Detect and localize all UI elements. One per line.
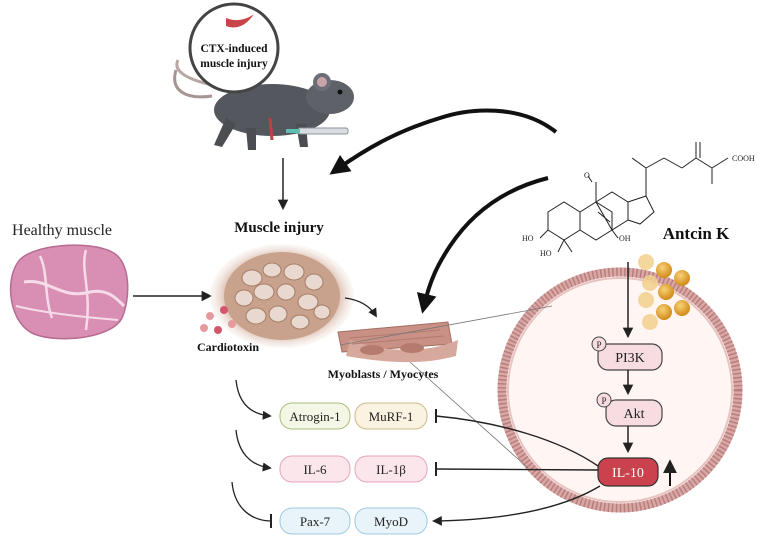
zoom-line-bottom [409, 361, 529, 469]
marker-myod: MyoD [354, 507, 428, 535]
il10-node: IL-10 [597, 457, 659, 487]
bubble-line-2: muscle injury [200, 58, 268, 70]
bubble-line-1: CTX-induced [200, 43, 268, 55]
zoom-line-top [339, 305, 553, 346]
arrow-injury-to-myoblasts [344, 297, 377, 318]
chem-oh: OH [619, 234, 631, 243]
label-healthy-muscle: Healthy muscle [12, 222, 112, 239]
callout-bubble: CTX-induced muscle injury [188, 2, 280, 94]
marker-il-1b: IL-1β [354, 455, 428, 483]
marker-il-1b-label: IL-1β [376, 462, 406, 477]
pi3k-phospho: P [596, 340, 601, 350]
arrow-il10-to-regeneration [432, 485, 601, 526]
il10-label: IL-10 [612, 466, 644, 481]
chem-ho-1: HO [522, 234, 534, 243]
akt-phospho: P [601, 396, 606, 406]
marker-il-6: IL-6 [279, 455, 351, 483]
akt-node: Akt P [596, 392, 663, 427]
arrow-antcin-to-myoblasts [416, 176, 549, 314]
injured-muscle-illustration [210, 244, 354, 348]
marker-atrogin-1-label: Atrogin-1 [289, 409, 340, 424]
inhibit-to-regeneration-markers [231, 481, 271, 522]
cell-membrane [497, 267, 743, 513]
cardiotoxin-dots [200, 306, 236, 334]
arrow-to-atrophy-markers [235, 379, 272, 420]
arrow-to-inflammatory-markers [235, 429, 272, 472]
chem-oxygen: O [584, 171, 590, 180]
akt-label: Akt [624, 407, 645, 422]
label-myoblasts: Myoblasts / Myocytes [328, 367, 439, 381]
label-muscle-injury: Muscle injury [234, 220, 324, 236]
antcin-k-structure [539, 142, 729, 253]
chem-cooh: COOH [732, 154, 755, 163]
marker-myod-label: MyoD [374, 514, 408, 529]
label-antcin-k: Antcin K [663, 224, 730, 243]
inhibit-il10-to-inflammation [435, 468, 599, 471]
mouse-illustration [173, 59, 354, 150]
marker-pax-7: Pax-7 [279, 507, 351, 535]
chem-ho-2: HO [540, 249, 552, 258]
marker-pax-7-label: Pax-7 [300, 514, 331, 529]
pi3k-node: PI3K P [591, 336, 663, 371]
healthy-muscle-illustration [9, 244, 129, 340]
marker-murf-1-label: MuRF-1 [369, 409, 414, 424]
marker-il-6-label: IL-6 [303, 462, 327, 477]
marker-murf-1: MuRF-1 [354, 402, 428, 430]
inhibit-il10-to-atrophy [435, 415, 599, 467]
pi3k-label: PI3K [615, 351, 645, 366]
label-cardiotoxin: Cardiotoxin [197, 340, 259, 354]
arrow-antcin-to-mouse [329, 108, 558, 175]
antcin-k-beads [638, 254, 690, 330]
marker-atrogin-1: Atrogin-1 [279, 402, 351, 430]
